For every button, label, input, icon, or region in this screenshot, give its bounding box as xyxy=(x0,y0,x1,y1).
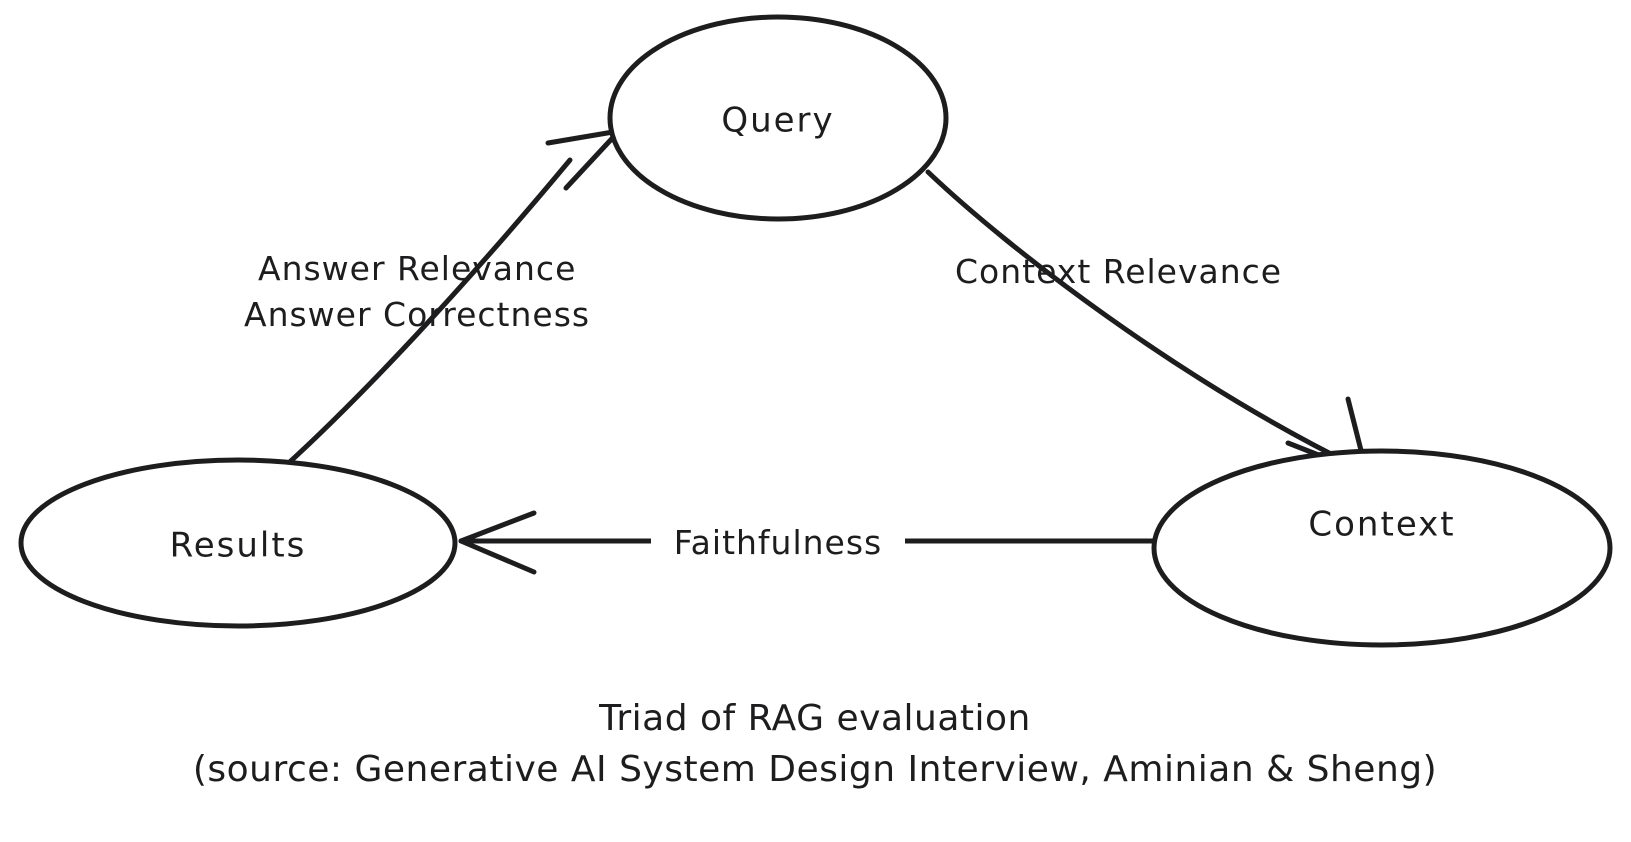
context-ellipse[interactable] xyxy=(1151,448,1613,648)
node-query[interactable]: Query xyxy=(607,14,949,222)
caption-block: Triad of RAG evaluation (source: Generat… xyxy=(193,698,1437,790)
edge-context-to-results xyxy=(458,510,1155,575)
arrowhead-barb-lower xyxy=(563,128,622,191)
edge-query-to-context xyxy=(925,169,1370,477)
edge-results-to-query xyxy=(269,128,622,481)
edge-line-query-context xyxy=(925,169,1358,469)
results-ellipse[interactable] xyxy=(18,457,458,629)
edge-label-group-left: Answer Relevance Answer Correctness xyxy=(244,249,590,334)
query-ellipse[interactable] xyxy=(607,14,949,222)
results-label: Results xyxy=(170,526,307,566)
node-results[interactable]: Results xyxy=(18,457,458,629)
edge-label-faithfulness: Faithfulness xyxy=(674,523,883,562)
query-label: Query xyxy=(721,101,834,141)
edge-line-results-query xyxy=(269,157,573,481)
edge-label-context-relevance: Context Relevance xyxy=(955,252,1282,291)
node-context[interactable]: Context xyxy=(1151,448,1613,648)
edge-label-answer-correctness: Answer Correctness xyxy=(244,295,590,334)
caption-title: Triad of RAG evaluation xyxy=(598,698,1031,739)
context-label: Context xyxy=(1308,505,1455,545)
arrowhead-barb-upper xyxy=(545,128,622,146)
caption-source: (source: Generative AI System Design Int… xyxy=(193,749,1437,790)
arrowhead-barb-lower-3 xyxy=(458,538,537,575)
arrowhead-barb-upper-3 xyxy=(458,510,537,544)
faithfulness-label-backdrop xyxy=(651,516,905,566)
edge-label-answer-relevance: Answer Relevance xyxy=(258,249,576,288)
